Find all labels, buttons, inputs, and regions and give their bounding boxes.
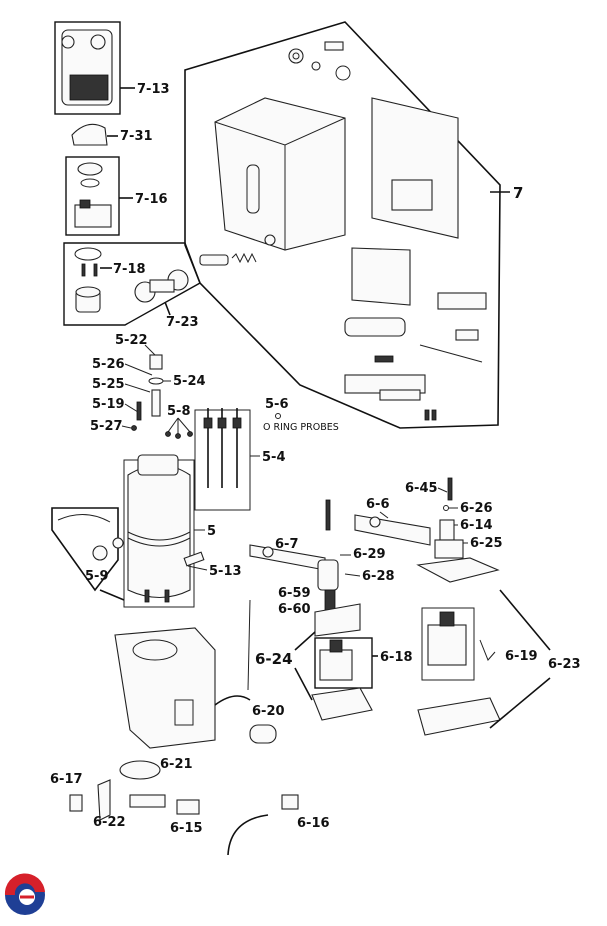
label-6-60: 6-60 bbox=[278, 602, 311, 617]
part-group-7-16: 7-16 bbox=[65, 156, 168, 236]
boiler-group: 5-22 5-24 5-26 5-25 5-19 5-27 5-8 5-4 5-… bbox=[51, 333, 339, 608]
label-6-28: 6-28 bbox=[362, 569, 395, 584]
label-5-19: 5-19 bbox=[92, 397, 125, 412]
tank-clip-part bbox=[437, 292, 487, 310]
box-6-19 bbox=[421, 607, 475, 681]
label-6-25: 6-25 bbox=[470, 536, 503, 551]
water-tank-group: 7 bbox=[184, 21, 523, 429]
tank-valve-spring bbox=[199, 254, 229, 266]
label-6-18: 6-18 bbox=[380, 650, 413, 665]
label-7-13: 7-13 bbox=[137, 82, 170, 97]
frame-group: 6-20 6-21 6-17 6-22 6-15 6-16 bbox=[50, 599, 330, 856]
label-6-26: 6-26 bbox=[460, 501, 493, 516]
box-6-18 bbox=[314, 637, 373, 689]
valve-bracket-6-6 bbox=[354, 514, 431, 546]
box-7-16 bbox=[65, 156, 120, 236]
part-6-21 bbox=[119, 760, 161, 780]
pump-6-18 bbox=[319, 649, 353, 681]
valve-group-6-7: 6-7 6-29 6-28 6-59 6-60 bbox=[249, 499, 395, 637]
tube-part bbox=[227, 814, 269, 856]
label-5-24: 5-24 bbox=[173, 374, 206, 389]
box-5-9 bbox=[51, 507, 119, 592]
label-6-16: 6-16 bbox=[297, 816, 330, 831]
tank-handle-part bbox=[344, 317, 406, 337]
label-6-20: 6-20 bbox=[252, 704, 285, 719]
part-5-22 bbox=[149, 354, 163, 370]
label-6-7: 6-7 bbox=[275, 537, 299, 552]
tank-lid-tab-part bbox=[324, 41, 344, 51]
label-7-31: 7-31 bbox=[120, 129, 153, 144]
tank-oring-part bbox=[335, 65, 351, 81]
label-5-6: 5-6 bbox=[265, 397, 289, 412]
pump-group-6-24: 6-18 6-24 bbox=[255, 631, 413, 721]
label-5: 5 bbox=[207, 524, 216, 539]
note-o-ring-probes: O RING PROBES bbox=[263, 422, 339, 433]
part-6-22 bbox=[97, 779, 111, 821]
label-6-24: 6-24 bbox=[255, 650, 293, 668]
label-6-15: 6-15 bbox=[170, 821, 203, 836]
part-group-7-18-7-23: 7-18 7-23 bbox=[63, 242, 201, 330]
label-5-9: 5-9 bbox=[85, 569, 109, 584]
boiler-body bbox=[127, 464, 191, 598]
label-7-16: 7-16 bbox=[135, 192, 168, 207]
water-tank-body bbox=[214, 97, 346, 251]
box-7-13 bbox=[54, 21, 121, 115]
valve-group-6-6: 6-45 6-6 6-26 6-14 6-25 bbox=[354, 477, 503, 559]
label-5-8: 5-8 bbox=[167, 404, 191, 419]
part-6-20 bbox=[249, 724, 277, 744]
label-6-21: 6-21 bbox=[160, 757, 193, 772]
label-5-26: 5-26 bbox=[92, 357, 125, 372]
label-5-25: 5-25 bbox=[92, 377, 125, 392]
tank-cover-plate bbox=[351, 247, 411, 306]
label-6-29: 6-29 bbox=[353, 547, 386, 562]
label-6-22: 6-22 bbox=[93, 815, 126, 830]
label-6-6: 6-6 bbox=[366, 497, 390, 512]
label-6-17: 6-17 bbox=[50, 772, 83, 787]
label-7: 7 bbox=[513, 184, 523, 202]
box-7-18-7-23 bbox=[63, 242, 201, 326]
brand-logo-icon bbox=[4, 873, 45, 915]
label-6-59: 6-59 bbox=[278, 586, 311, 601]
machine-frame bbox=[114, 627, 216, 749]
tank-valve-part bbox=[288, 48, 304, 64]
pump-group-6-23: 6-19 6-23 bbox=[416, 557, 581, 736]
label-6-45: 6-45 bbox=[405, 481, 438, 496]
label-6-23: 6-23 bbox=[548, 657, 581, 672]
tank-washer-part bbox=[311, 61, 321, 71]
tank-back-panel bbox=[371, 97, 459, 239]
label-5-13: 5-13 bbox=[209, 564, 242, 579]
label-5-27: 5-27 bbox=[90, 419, 123, 434]
pump-6-19 bbox=[427, 624, 467, 666]
label-5-22: 5-22 bbox=[115, 333, 148, 348]
part-7-31-shape bbox=[71, 123, 108, 146]
part-group-7-13: 7-13 bbox=[54, 21, 170, 115]
label-5-4: 5-4 bbox=[262, 450, 286, 465]
label-7-18: 7-18 bbox=[113, 262, 146, 277]
label-6-19: 6-19 bbox=[505, 649, 538, 664]
label-6-14: 6-14 bbox=[460, 518, 493, 533]
part-group-7-31: 7-31 bbox=[71, 123, 153, 146]
label-7-23: 7-23 bbox=[166, 315, 199, 330]
